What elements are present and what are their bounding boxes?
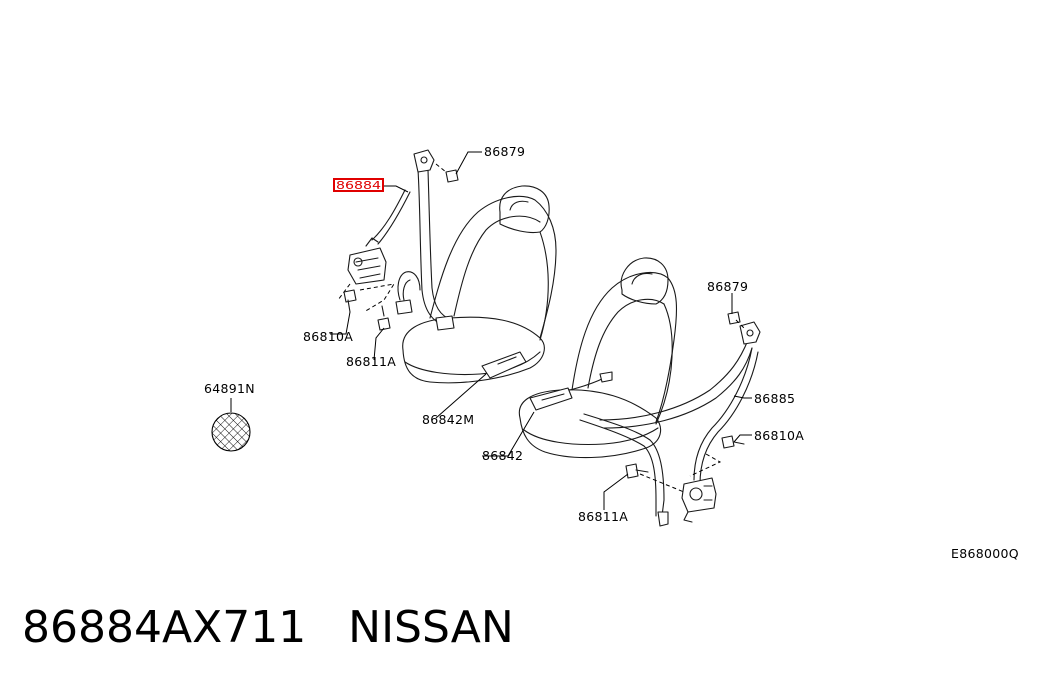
label-86879-top[interactable]: 86879 — [484, 144, 525, 159]
label-86885[interactable]: 86885 — [754, 391, 795, 406]
diagram-code: E868000Q — [951, 546, 1019, 561]
label-86879-right[interactable]: 86879 — [707, 279, 748, 294]
part-labels: 86879 86884 86810A 86811A 86842M 64891N … — [204, 144, 1019, 561]
label-86811A-right[interactable]: 86811A — [578, 509, 628, 524]
left-seat-drawing — [337, 149, 557, 384]
leader-lines — [330, 151, 752, 510]
label-86810A-right[interactable]: 86810A — [754, 428, 804, 443]
part-number-title: 86884AX711 NISSAN — [22, 602, 514, 653]
label-86810A-left[interactable]: 86810A — [303, 329, 353, 344]
label-86842M[interactable]: 86842M — [422, 412, 474, 427]
right-seat-drawing — [518, 257, 761, 527]
highlight-box-86884 — [333, 178, 384, 192]
label-86842[interactable]: 86842 — [482, 448, 523, 463]
grommet-64891N-drawing — [211, 398, 251, 452]
label-64891N[interactable]: 64891N — [204, 381, 255, 396]
label-86811A-left[interactable]: 86811A — [346, 354, 396, 369]
label-86884-highlighted[interactable]: 86884 — [336, 179, 381, 192]
